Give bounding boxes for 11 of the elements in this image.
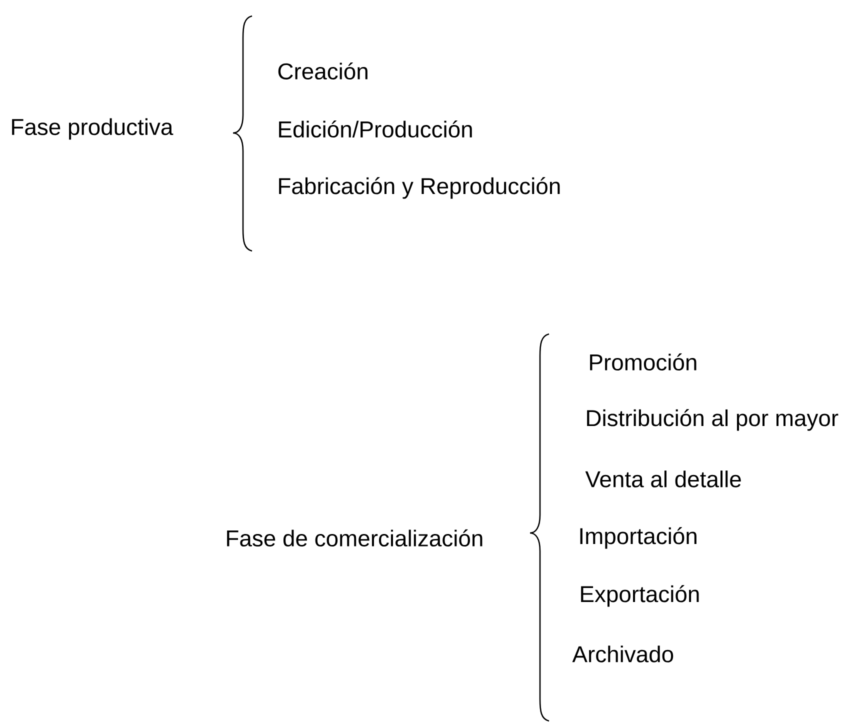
list-item: Venta al detalle [585, 470, 741, 488]
list-item: Promoción [590, 353, 696, 371]
list-item: Exportación [581, 585, 699, 607]
list-item: Fabricación y Reproducción [279, 177, 560, 199]
list-item: Archivado [572, 646, 674, 662]
list-item: Distribución al por mayor [587, 409, 838, 431]
phase-label: Fase productiva [12, 118, 174, 140]
list-item: Importación [580, 527, 696, 549]
list-item: Edición/Producción [279, 120, 472, 138]
phase-label: Fase de comercialización [227, 529, 482, 547]
list-item: Creación [278, 62, 368, 80]
